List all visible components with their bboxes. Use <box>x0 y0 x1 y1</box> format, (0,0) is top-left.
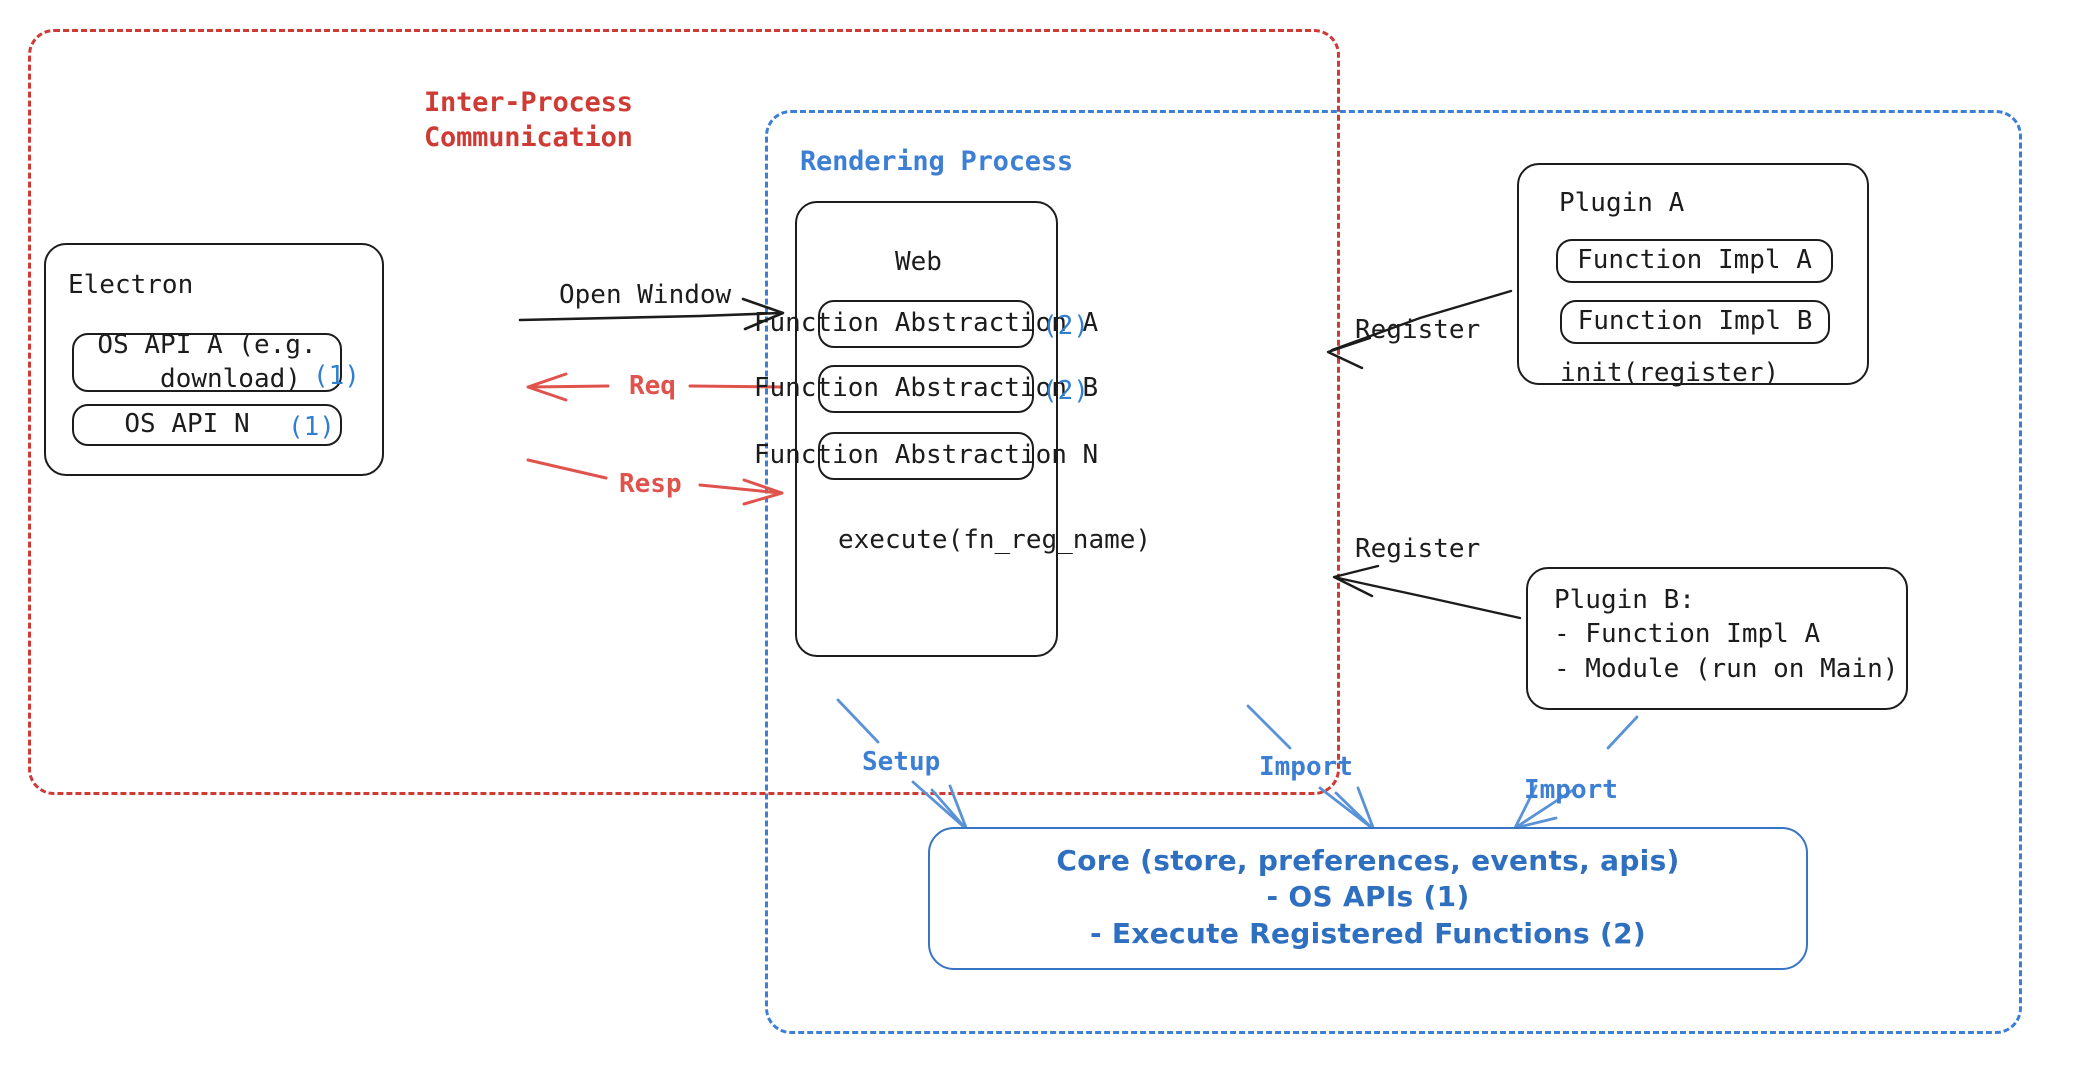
edge-label-req: Req <box>629 371 676 401</box>
function-abstraction-a-box: Function Abstraction A <box>754 300 1098 348</box>
function-impl-a-box: Function Impl A <box>1556 239 1833 283</box>
electron-title: Electron <box>68 270 194 300</box>
web-title: Web <box>895 247 942 277</box>
function-abstraction-a-label: Function Abstraction A <box>753 308 1099 339</box>
edge-label-resp: Resp <box>619 469 682 499</box>
os-api-n-marker: (1) <box>288 412 335 442</box>
function-impl-a-label: Function Impl A <box>1577 245 1812 276</box>
function-impl-b-box: Function Impl B <box>1560 300 1830 344</box>
edge-label-import-web: Import <box>1259 752 1353 782</box>
os-api-a-box: OS API A (e.g. download) <box>72 330 342 394</box>
edge-label-open-window: Open Window <box>559 280 732 310</box>
plugin-b-text: Plugin B: - Function Impl A - Module (ru… <box>1554 585 1899 684</box>
inter-process-communication-title: Inter-Process Communication <box>424 87 633 153</box>
function-abstraction-n-box: Function Abstraction N <box>754 432 1098 480</box>
edge-label-import-plugin-b: Import <box>1524 775 1618 805</box>
edge-label-register-plugin-a: Register <box>1355 315 1481 345</box>
edge-label-setup: Setup <box>862 747 941 777</box>
rendering-process-container <box>765 110 2022 1034</box>
web-execute-label: execute(fn_reg_name) <box>838 525 1152 555</box>
plugin-a-init-label: init(register) <box>1560 358 1780 388</box>
core-box <box>928 827 1808 970</box>
function-abstraction-a-marker: (2) <box>1042 311 1089 341</box>
os-api-a-marker: (1) <box>313 361 360 391</box>
os-api-n-label: OS API N <box>124 409 250 440</box>
os-api-n-box: OS API N <box>72 404 342 446</box>
plugin-b-box <box>1526 567 1908 710</box>
function-abstraction-b-label: Function Abstraction B <box>753 373 1099 404</box>
rendering-process-title: Rendering Process <box>800 146 1073 177</box>
os-api-a-label: OS API A (e.g. download) <box>97 329 317 394</box>
plugin-a-title: Plugin A <box>1559 188 1685 218</box>
function-impl-b-label: Function Impl B <box>1577 306 1813 337</box>
core-text: Core (store, preferences, events, apis) … <box>1056 844 1680 950</box>
edge-label-register-plugin-b: Register <box>1355 534 1481 564</box>
function-abstraction-n-label: Function Abstraction N <box>753 440 1099 471</box>
inter-process-communication-container <box>28 29 1340 795</box>
function-abstraction-b-box: Function Abstraction B <box>754 365 1098 413</box>
function-abstraction-b-marker: (2) <box>1042 376 1089 406</box>
web-box <box>795 201 1058 657</box>
